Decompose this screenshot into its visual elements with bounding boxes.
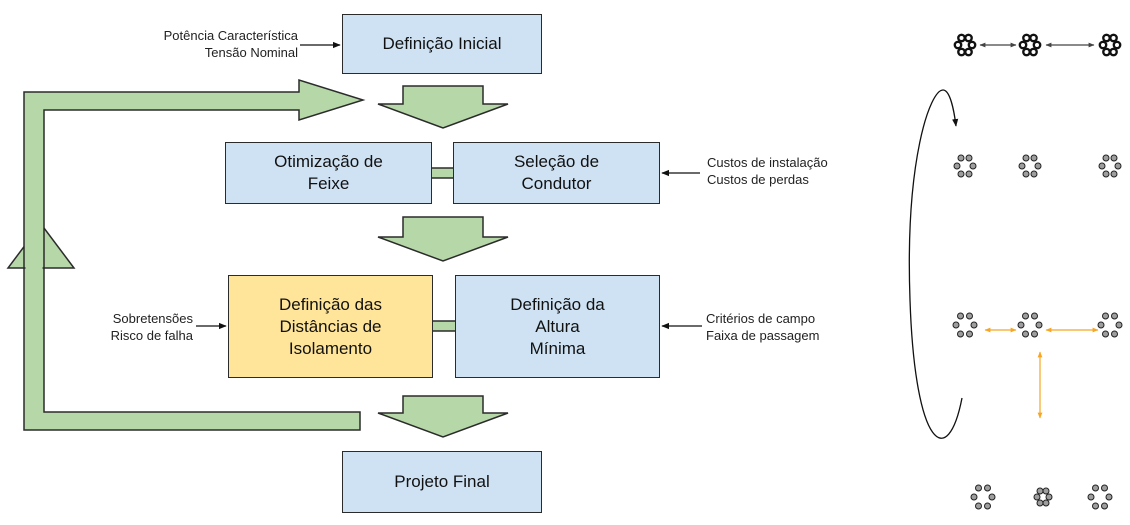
conductor-dot [1114, 162, 1122, 170]
conductor-dot [957, 33, 966, 43]
initial-definition-box: Definição Inicial [342, 14, 542, 74]
conductor-dot [1036, 499, 1044, 507]
conductor-dot [957, 312, 964, 320]
conductor-dot [1098, 162, 1106, 170]
conductor-dot [984, 484, 991, 492]
initial-inputs-label: Potência Característica Tensão Nominal [163, 28, 298, 60]
conductor-dot [1034, 162, 1042, 170]
conductor-dot [1033, 493, 1041, 501]
conductor-dot [967, 40, 977, 50]
minimum-height-box: Definição da Altura Mínima [455, 275, 660, 378]
conductor-dot [953, 162, 961, 170]
flow-arrow-2 [377, 216, 509, 262]
conductor-dot [1098, 40, 1108, 50]
conductor-dot [1092, 484, 1099, 492]
conductor-dot [1022, 330, 1029, 338]
conductor-dot [1115, 321, 1123, 329]
conductor-dot [966, 312, 973, 320]
conductor-dot [1111, 330, 1118, 338]
conductor-dot [1035, 321, 1043, 329]
conductor-dot [1110, 154, 1118, 162]
conductor-dot [1102, 330, 1109, 338]
conductor-dot [1022, 312, 1029, 320]
height-inputs-label: Critérios de campo Faixa de passagem [706, 311, 820, 343]
conductor-dot [964, 33, 973, 43]
conductor-dot [1036, 487, 1044, 495]
conductor-dot [1092, 502, 1099, 510]
conductor-dot [1102, 312, 1109, 320]
conductor-dot [1087, 493, 1095, 501]
conductor-selection-box: Seleção de Condutor [453, 142, 660, 204]
conductor-dot [1110, 170, 1118, 178]
conductor-dot [957, 330, 964, 338]
conductor-dot [1042, 487, 1050, 495]
conductor-dot [1022, 47, 1031, 57]
conductor-dot [1018, 162, 1026, 170]
insulation-inputs-label: Sobretensões Risco de falha [110, 311, 193, 343]
conductor-dot [1102, 33, 1111, 43]
conductor-dot [965, 170, 973, 178]
conductor-dot [953, 40, 963, 50]
conductor-dot [1022, 154, 1030, 162]
conductor-dot [957, 170, 965, 178]
flow-arrow-3 [377, 395, 509, 438]
conductor-dot [1102, 47, 1111, 57]
conductor-dot [1102, 154, 1110, 162]
conductor-dot [1102, 170, 1110, 178]
insulation-distance-box: Definição das Distâncias de Isolamento [228, 275, 433, 378]
conductor-bundles-panel [952, 33, 1123, 510]
conductor-dot [1101, 484, 1108, 492]
final-project-box: Projeto Final [342, 451, 542, 513]
conductor-dot [952, 321, 960, 329]
conductor-dot [970, 493, 978, 501]
conductor-dot [964, 47, 973, 57]
conductor-dot [965, 154, 973, 162]
iteration-curve-arrow [908, 89, 963, 439]
loop-top-arrow [23, 78, 366, 269]
conductor-dot [1031, 312, 1038, 320]
conductor-dot [1042, 499, 1050, 507]
bundle-optimization-box: Otimização de Feixe [225, 142, 432, 204]
conductor-dot [970, 321, 978, 329]
flow-arrow-1 [377, 85, 509, 129]
conductor-dot [1017, 321, 1025, 329]
conductor-dot [1022, 33, 1031, 43]
conductor-dot [1031, 330, 1038, 338]
conductor-dot [1097, 321, 1105, 329]
conductor-dot [1029, 33, 1038, 43]
conductor-dot [984, 502, 991, 510]
conductor-dot [1112, 40, 1122, 50]
conductor-dot [966, 330, 973, 338]
conductor-dot [1111, 312, 1118, 320]
conductor-dot [1045, 493, 1053, 501]
conductor-dot [1022, 170, 1030, 178]
conductor-dot [975, 484, 982, 492]
conductor-dot [1030, 154, 1038, 162]
conductor-dot [1018, 40, 1028, 50]
conductor-dot [969, 162, 977, 170]
conductor-dot [1109, 47, 1118, 57]
conductor-dot [957, 154, 965, 162]
conductor-dot [957, 47, 966, 57]
conductor-dot [1109, 33, 1118, 43]
conductor-dot [975, 502, 982, 510]
conductor-dot [1029, 47, 1038, 57]
conductor-dot [1030, 170, 1038, 178]
conductor-dot [1101, 502, 1108, 510]
conductor-inputs-label: Custos de instalação Custos de perdas [707, 155, 828, 187]
conductor-dot [1032, 40, 1042, 50]
conductor-dot [1105, 493, 1113, 501]
conductor-dot [988, 493, 996, 501]
loop-joint [25, 266, 43, 270]
